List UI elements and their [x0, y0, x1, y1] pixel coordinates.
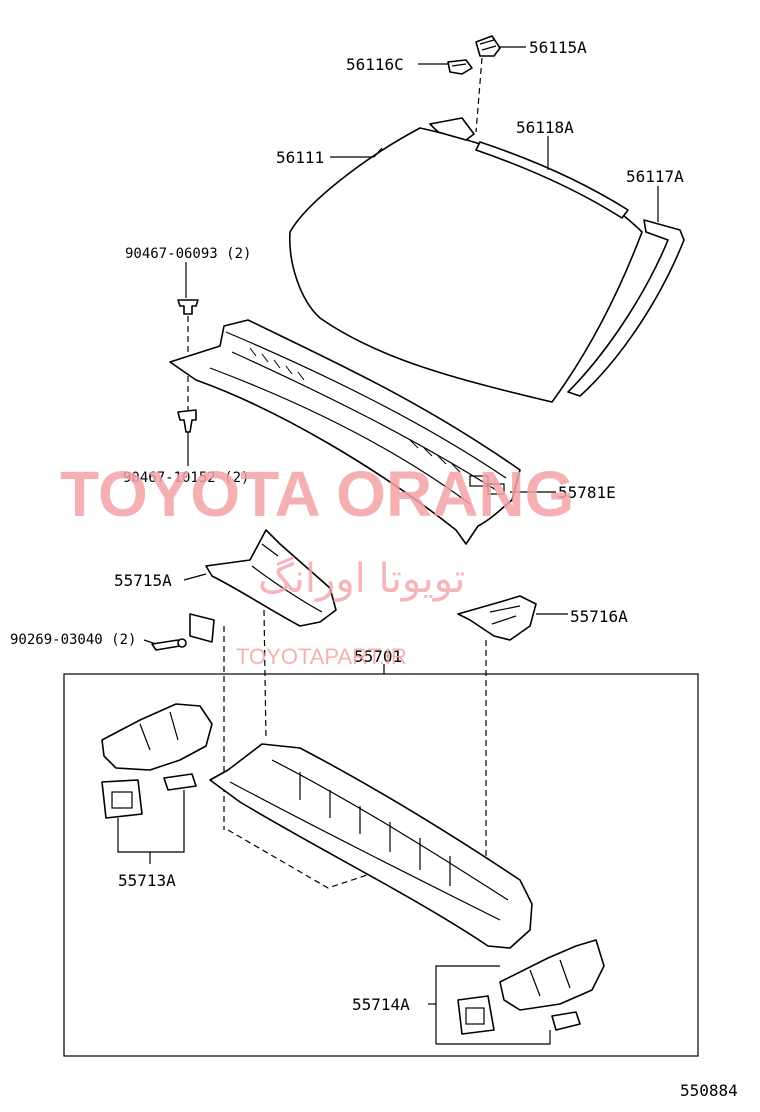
figure-number: 550884	[680, 1081, 738, 1100]
label-55781e: 55781E	[558, 483, 616, 502]
label-55716a: 55716A	[570, 607, 628, 626]
label-55714a: 55714A	[352, 995, 410, 1014]
moulding-56118a	[429, 117, 629, 219]
label-55713a: 55713A	[118, 871, 176, 890]
label-56111: 56111	[276, 148, 324, 167]
watermark-arabic: تويوتا اورانگ	[258, 556, 465, 602]
label-90269-03040: 90269-03040 (2)	[10, 632, 136, 648]
bolt-90269-03040	[151, 613, 215, 651]
reinforcement-55714a	[457, 939, 605, 1035]
label-90467-10152: 90467-10152 (2)	[123, 470, 249, 486]
label-56115a: 56115A	[529, 38, 587, 57]
clip-56115a	[475, 35, 501, 57]
clip-90467-10152	[177, 409, 197, 433]
assembly-box-55701	[63, 673, 699, 1057]
cowl-panel-55701	[209, 743, 533, 949]
watermark-url: TOYOTAPART.IR	[236, 644, 407, 669]
label-90467-06093: 90467-06093 (2)	[125, 246, 251, 262]
label-56117a: 56117A	[626, 167, 684, 186]
label-55715a: 55715A	[114, 571, 172, 590]
label-55701: 55701	[354, 647, 402, 666]
label-56118a: 56118A	[516, 118, 574, 137]
bracket-55715a	[205, 529, 337, 627]
bracket-55716a	[457, 595, 537, 641]
clip-90467-06093	[177, 299, 199, 315]
moulding-56117a	[567, 219, 685, 397]
windshield-glass	[289, 127, 643, 403]
watermark-brand: TOYOTA ORANG	[60, 458, 574, 530]
cowl-top-panel	[169, 319, 521, 545]
reinforcement-55713a	[101, 703, 213, 819]
clip-56116c	[447, 59, 473, 75]
label-56116c: 56116C	[346, 55, 404, 74]
